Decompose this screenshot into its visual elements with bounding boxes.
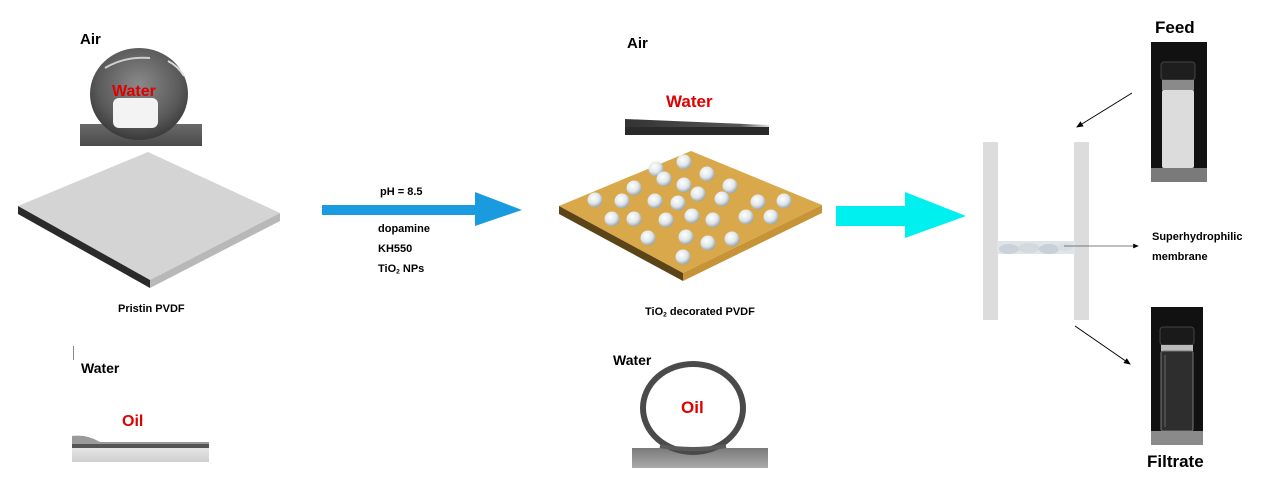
tio2-nanoparticle xyxy=(699,166,715,182)
decorated-pvdf-label: TiO2 decorated PVDF xyxy=(645,306,755,319)
pristine-air-label: Air xyxy=(80,31,101,48)
tio2-nanoparticle xyxy=(675,249,691,265)
tio2-nanoparticle xyxy=(750,194,766,210)
water-droplet-image xyxy=(80,48,202,146)
tio2-nanoparticle xyxy=(763,209,779,225)
tio2-nanoparticle xyxy=(670,195,686,211)
pristine-water-label: Water xyxy=(112,83,156,100)
tio2-nanoparticle xyxy=(656,171,672,187)
tio2-suffix: NPs xyxy=(399,263,425,275)
tio2-nanoparticle xyxy=(604,211,620,227)
process-reagent-dopamine: dopamine xyxy=(378,223,430,235)
tio2-decorated-pvdf-membrane xyxy=(559,151,822,281)
pristine-pvdf-label: Pristin PVDF xyxy=(118,303,185,315)
filtrate-label: Filtrate xyxy=(1147,452,1204,471)
tio2-nanoparticle xyxy=(648,161,664,177)
process-reagent-kh550: KH550 xyxy=(378,243,413,255)
tube-wall-left xyxy=(983,142,998,320)
tio2-nanoparticle xyxy=(738,209,754,225)
feed-label: Feed xyxy=(1155,18,1195,37)
decorated-suffix: decorated PVDF xyxy=(666,306,755,318)
tio2-prefix: TiO xyxy=(378,263,397,275)
feed-vial-photo xyxy=(1151,42,1207,182)
decorated-prefix: TiO xyxy=(645,306,664,318)
process-reagent-tio2: TiO2 NPs xyxy=(378,263,424,276)
tio2-nanoparticle xyxy=(724,231,740,247)
decorated-air-label: Air xyxy=(627,35,648,52)
tio2-nanoparticle xyxy=(684,208,700,224)
membrane-label-line2: membrane xyxy=(1152,251,1208,263)
filtrate-arrow xyxy=(1074,325,1131,365)
pristine-underwater-label: Water xyxy=(81,360,120,376)
decorated-oil-label: Oil xyxy=(681,398,704,417)
superhydrophilic-membrane-layer xyxy=(997,241,1075,254)
tio2-nanoparticle xyxy=(676,154,692,170)
decorated-oil-droplet-image xyxy=(632,361,768,468)
decorated-subscript: 2 xyxy=(663,311,667,319)
process-arrow xyxy=(322,192,522,226)
pristine-water-contact-angle-photo xyxy=(80,46,202,146)
pristine-pvdf-membrane xyxy=(18,152,280,288)
membrane-label-line1: Superhydrophilic xyxy=(1152,231,1243,243)
tio2-nanoparticle xyxy=(705,212,721,228)
tio2-nanoparticle xyxy=(676,177,692,193)
tio2-nanoparticle xyxy=(690,186,706,202)
tube-wall-right xyxy=(1074,142,1089,320)
decorated-water-film-image xyxy=(625,119,769,135)
tio2-nanoparticle xyxy=(647,193,663,209)
pristine-oil-photo-edge xyxy=(73,346,74,360)
tio2-nanoparticle xyxy=(714,191,730,207)
tio2-nanoparticle xyxy=(700,235,716,251)
filtrate-vial-photo xyxy=(1151,307,1203,445)
tio2-nanoparticle xyxy=(722,178,738,194)
tio2-nanoparticle xyxy=(614,193,630,209)
tio2-subscript: 2 xyxy=(396,268,400,276)
result-arrow xyxy=(836,192,966,238)
tio2-nanoparticle xyxy=(626,180,642,196)
tio2-nanoparticle xyxy=(776,193,792,209)
tio2-nanoparticle xyxy=(658,212,674,228)
pristine-oil-label: Oil xyxy=(122,413,144,430)
tio2-nanoparticle xyxy=(678,229,694,245)
feed-arrow xyxy=(1076,92,1133,128)
decorated-underwater-label: Water xyxy=(613,352,652,368)
decorated-water-label: Water xyxy=(666,92,713,111)
tio2-nanoparticle xyxy=(587,192,603,208)
process-condition: pH = 8.5 xyxy=(380,186,423,198)
tio2-nanoparticle xyxy=(626,211,642,227)
pristine-oil-droplet-image xyxy=(72,435,209,462)
tio2-nanoparticle xyxy=(640,230,656,246)
